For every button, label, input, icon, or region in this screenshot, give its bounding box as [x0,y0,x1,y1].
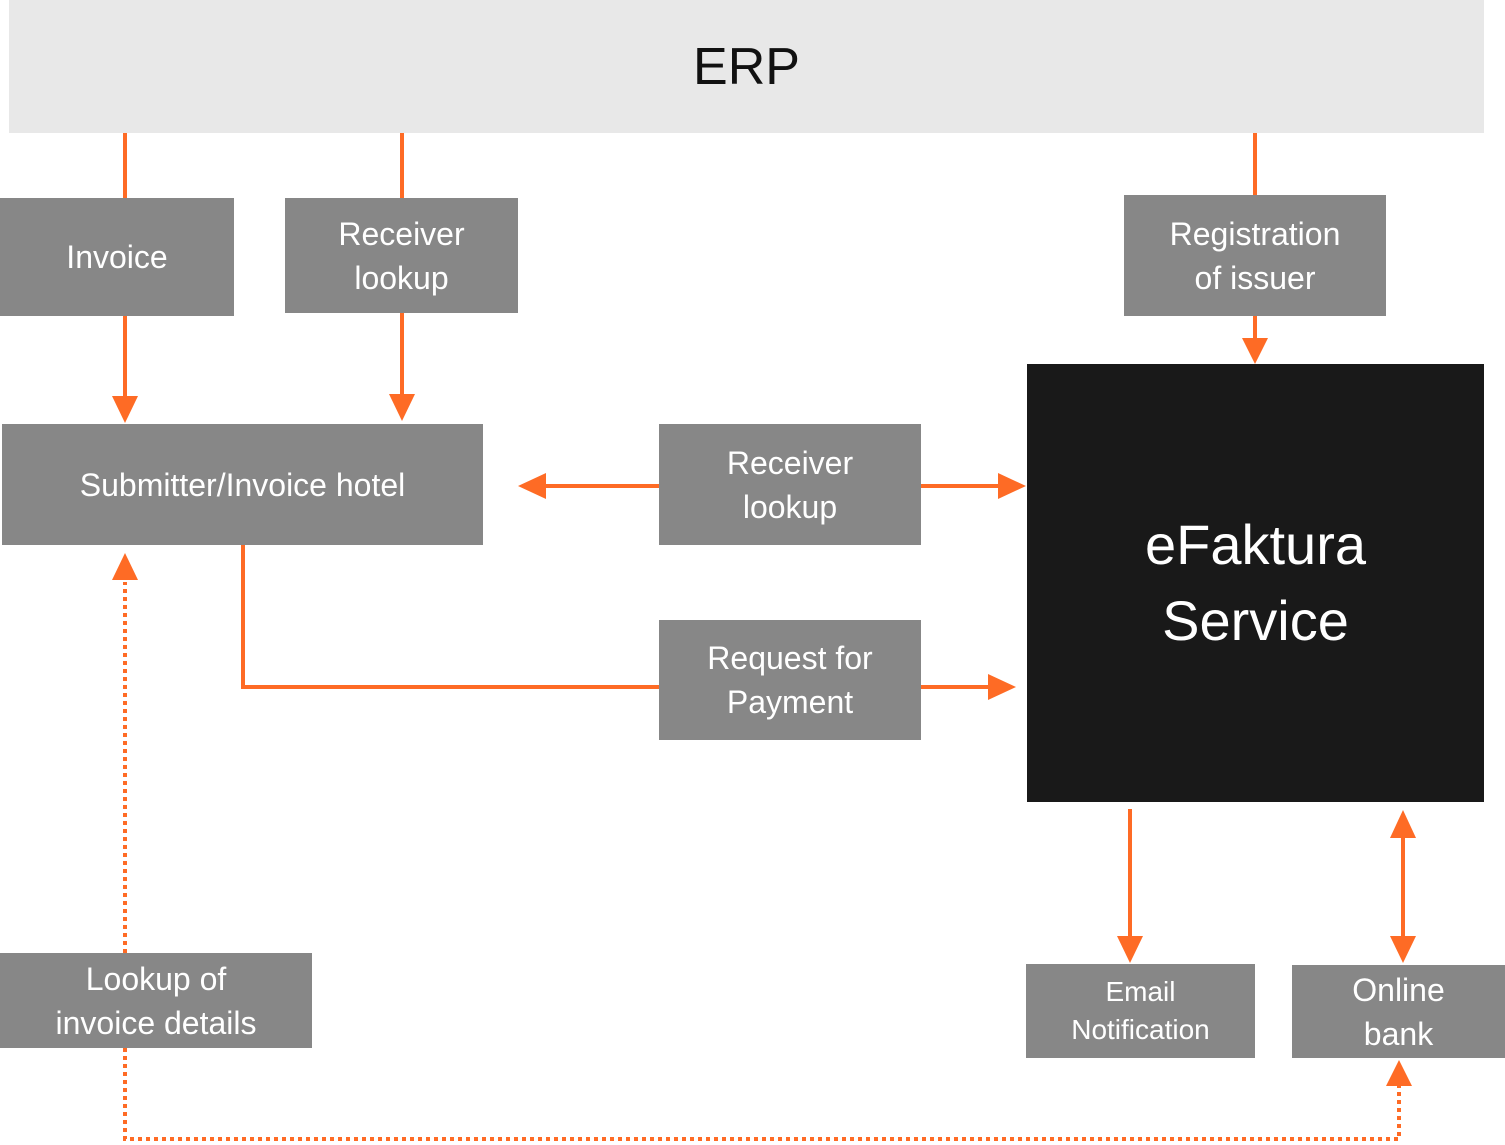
lookup-invoice-details-label: Lookup of invoice details [55,960,257,1041]
arrowhead-to-email [1117,936,1143,963]
arrowhead-request-to-efaktura [988,674,1016,700]
online-bank-box: Online bank [1292,965,1505,1058]
receiver-lookup-top-box: Receiver lookup [285,198,518,313]
dotted-lookup-to-online-bank-line [123,1048,1401,1141]
receiver-lookup-mid-label: Receiver lookup [726,444,854,525]
submitter-to-request-line [241,545,659,689]
request-for-payment-label: Request for Payment [707,640,873,720]
invoice-label: Invoice [66,239,168,275]
efaktura-service-box: eFaktura Service [1027,364,1484,802]
arrowhead-receiver-lookup [389,394,415,421]
lookup-invoice-details-box: Lookup of invoice details [0,953,312,1048]
registration-of-issuer-box: Registration of issuer [1124,195,1386,316]
arrowhead-invoice [112,396,138,423]
online-bank-label: Online bank [1352,971,1445,1052]
arrowhead-registration [1242,338,1268,364]
submitter-invoice-hotel-label: Submitter/Invoice hotel [79,466,406,503]
arrowhead-to-submitter [518,473,546,499]
arrowhead-dotted-to-submitter [112,553,138,580]
arrowhead-to-efaktura-bottom [1390,810,1416,838]
efaktura-service-label: eFaktura Service [1145,513,1366,652]
invoice-box: Invoice [0,198,234,316]
submitter-invoice-hotel-box: Submitter/Invoice hotel [2,424,483,545]
arrowhead-to-online-bank [1390,936,1416,963]
receiver-lookup-mid-box: Receiver lookup [659,424,921,545]
registration-of-issuer-label: Registration of issuer [1169,215,1341,296]
erp-box: ERP [9,0,1484,133]
email-notification-label: Email Notification [1071,976,1210,1045]
erp-label: ERP [693,37,800,96]
receiver-lookup-top-label: Receiver lookup [338,215,465,296]
request-for-payment-box: Request for Payment [659,620,921,740]
arrowhead-to-efaktura-mid [998,473,1026,499]
arrowhead-dotted-to-online-bank [1386,1060,1412,1086]
email-notification-box: Email Notification [1026,964,1255,1058]
